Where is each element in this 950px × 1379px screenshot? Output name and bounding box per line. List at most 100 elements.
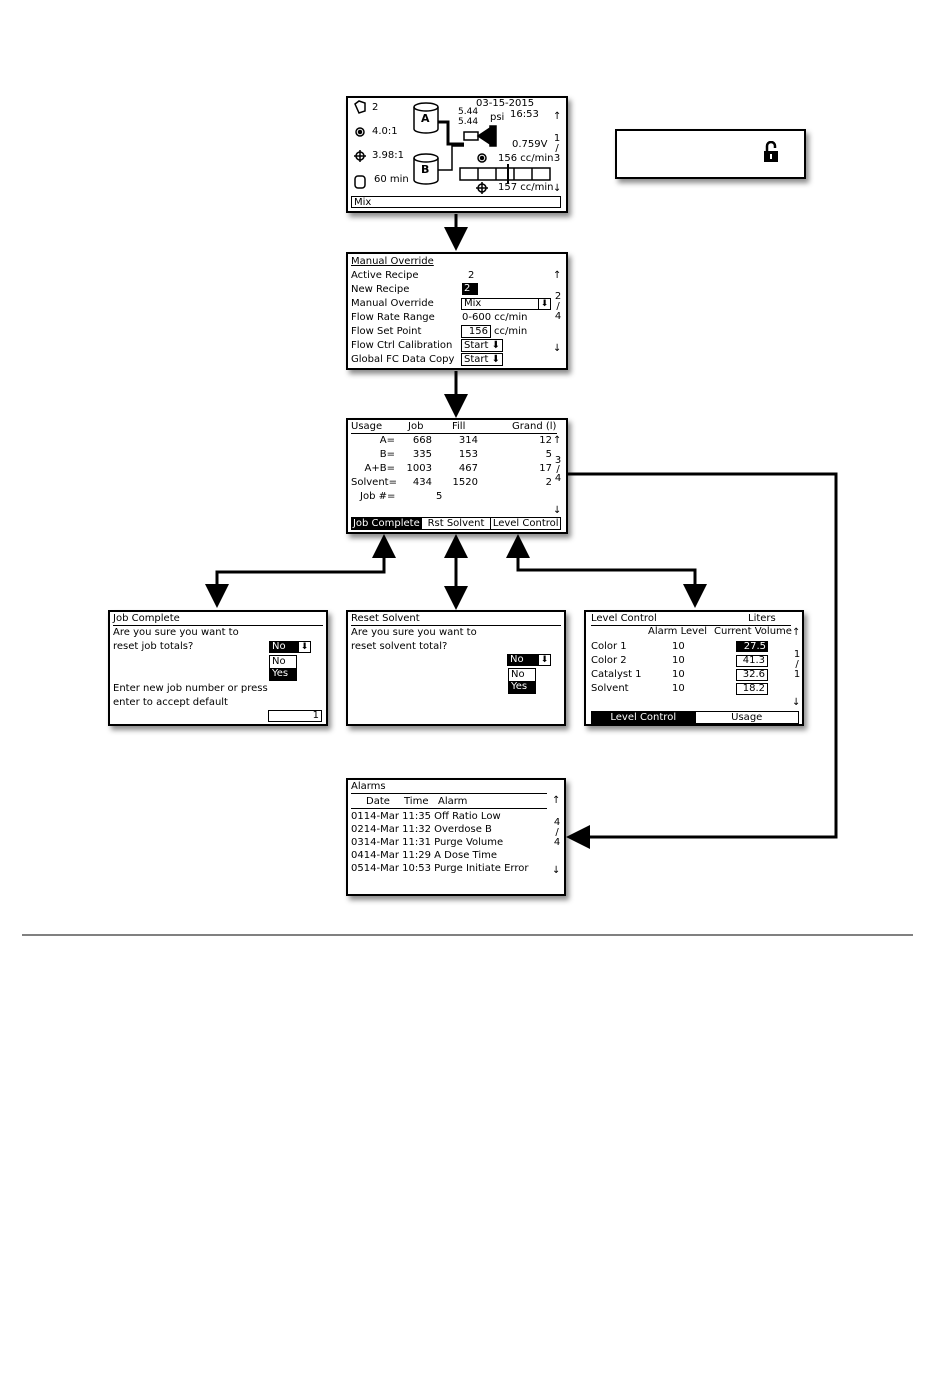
tank-b-label: B — [421, 163, 430, 176]
scroll-down-icon[interactable]: ↓ — [553, 343, 562, 354]
job-number-input[interactable]: 1 — [268, 710, 322, 722]
row-label: Flow Ctrl Calibration — [351, 340, 453, 351]
list-item[interactable]: 0314-Mar 11:31 Purge Volume — [351, 837, 504, 848]
current-volume-field[interactable]: 27.5 — [736, 641, 768, 652]
option-no[interactable]: No — [272, 656, 286, 667]
job-cell: 668 — [412, 435, 432, 446]
flow-target: 156 cc/min — [498, 153, 554, 164]
dropdown-arrow-icon: ⬇ — [298, 642, 310, 652]
prompt-line: Are you sure you want to — [351, 627, 477, 638]
scroll-up-icon[interactable]: ↑ — [552, 795, 561, 806]
flow-ctrl-calibration-button[interactable]: Start ⬇ — [461, 339, 503, 352]
unit-header: Liters — [748, 613, 776, 624]
new-recipe-field[interactable]: 2 — [462, 283, 478, 295]
flow-range-value: 0-600 cc/min — [462, 312, 528, 323]
screen-title: Reset Solvent — [351, 613, 420, 624]
row-label: Flow Rate Range — [351, 312, 435, 323]
option-yes[interactable]: Yes — [270, 668, 296, 680]
header-divider — [351, 808, 547, 809]
screen-title: Level Control — [591, 613, 657, 624]
tab-usage[interactable]: Usage — [731, 712, 763, 723]
scroll-down-icon[interactable]: ↓ — [792, 697, 801, 708]
tank-a-label: A — [421, 112, 430, 125]
list-item[interactable]: 0514-Mar 10:53 Purge Initiate Error — [351, 863, 529, 874]
potlife-value: 60 min — [374, 174, 409, 185]
list-item[interactable]: 0414-Mar 11:29 A Dose Time — [351, 850, 497, 861]
level-control-screen: Level Control Liters Alarm Level Current… — [584, 610, 804, 726]
alarm-level-header: Alarm Level — [648, 626, 707, 637]
dropdown-arrow-icon: ⬇ — [538, 299, 550, 309]
voltage-value: 0.759V — [512, 139, 548, 150]
prompt-line: enter to accept default — [113, 697, 228, 708]
job-number-value: 5 — [436, 491, 443, 502]
status-bar: Mix — [351, 196, 561, 208]
job-number-label: Job #= — [360, 491, 396, 502]
title-divider — [351, 625, 561, 626]
home-screen: 2 4.0:1 3.98:1 60 min A B 03-15-2015 5.4… — [346, 96, 568, 213]
page-indicator: 4/4 — [553, 817, 561, 848]
dropdown-arrow-icon: ⬇ — [538, 655, 550, 665]
tab-rst-solvent[interactable]: Rst Solvent — [422, 518, 492, 529]
usage-screen: Usage Job Fill Grand (l) A= 668 314 12 B… — [346, 418, 568, 534]
flow-set-point-field[interactable]: 156 — [461, 325, 491, 338]
fill-cell: 467 — [458, 463, 478, 474]
alarm-cell: 10 — [672, 683, 685, 694]
date-header: Date — [366, 796, 390, 807]
tab-job-complete[interactable]: Job Complete — [352, 518, 422, 529]
title-divider — [113, 625, 323, 626]
scroll-up-icon[interactable]: ↑ — [792, 627, 801, 638]
alarm-cell: 10 — [672, 641, 685, 652]
confirm-options: No Yes — [269, 655, 297, 681]
scroll-up-icon[interactable]: ↑ — [553, 270, 562, 281]
current-volume-field[interactable]: 32.6 — [736, 669, 768, 681]
level-tabbar: Level Control Usage — [591, 711, 799, 724]
confirm-dropdown[interactable]: No ⬇ — [507, 654, 551, 666]
manual-override-dropdown[interactable]: Mix ⬇ — [461, 298, 551, 310]
scroll-down-icon[interactable]: ↓ — [553, 183, 562, 194]
pressure-unit: psi — [490, 112, 505, 123]
current-volume-field[interactable]: 41.3 — [736, 655, 768, 667]
row-label: Solvent= — [351, 477, 397, 488]
grand-header: Grand (l) — [512, 421, 557, 432]
page-indicator: 1/3 — [553, 133, 561, 164]
title-divider — [351, 793, 547, 794]
active-recipe-value: 2 — [468, 270, 475, 281]
row-label: Flow Set Point — [351, 326, 422, 337]
job-cell: 335 — [412, 449, 432, 460]
current-volume-field[interactable]: 18.2 — [736, 683, 768, 695]
row-label: Catalyst 1 — [591, 669, 642, 680]
job-cell: 434 — [412, 477, 432, 488]
global-fc-copy-button[interactable]: Start ⬇ — [461, 353, 503, 366]
confirm-dropdown[interactable]: No ⬇ — [269, 641, 311, 653]
grand-cell: 12 — [539, 435, 552, 446]
row-label: Global FC Data Copy — [351, 354, 455, 365]
scroll-up-icon[interactable]: ↑ — [553, 111, 562, 122]
scroll-down-icon[interactable]: ↓ — [553, 505, 562, 516]
fill-cell: 153 — [458, 449, 478, 460]
usage-tabbar: Job Complete Rst Solvent Level Control — [351, 517, 561, 530]
alarm-header: Alarm — [438, 796, 468, 807]
flow-set-point-unit: cc/min — [494, 326, 528, 337]
job-complete-screen: Job Complete Are you sure you want to re… — [108, 610, 328, 726]
prompt-line: Enter new job number or press — [113, 683, 268, 694]
option-no[interactable]: No — [511, 669, 525, 680]
alarm-cell: 10 — [672, 669, 685, 680]
list-item[interactable]: 0214-Mar 11:32 Overdose B — [351, 824, 492, 835]
screen-title: Job Complete — [113, 613, 180, 624]
option-yes[interactable]: Yes — [509, 681, 535, 693]
reset-solvent-screen: Reset Solvent Are you sure you want to r… — [346, 610, 566, 726]
scroll-down-icon[interactable]: ↓ — [552, 865, 561, 876]
flow-actual: 157 cc/min — [498, 182, 554, 193]
date-display: 03-15-2015 — [476, 98, 535, 109]
row-label: Manual Override — [351, 298, 434, 309]
arrow-usage-to-level-control — [516, 545, 707, 608]
scroll-up-icon[interactable]: ↑ — [553, 435, 562, 446]
job-header: Job — [408, 421, 424, 432]
prompt-line: Are you sure you want to — [113, 627, 239, 638]
manual-override-screen: Manual Override Active Recipe 2 New Reci… — [346, 252, 568, 370]
confirm-options: No Yes — [508, 668, 536, 694]
list-item[interactable]: 0114-Mar 11:35 Off Ratio Low — [351, 811, 501, 822]
lock-indicator — [615, 129, 806, 179]
tab-level-control[interactable]: Level Control — [492, 518, 559, 529]
tab-level-control[interactable]: Level Control — [592, 712, 696, 723]
